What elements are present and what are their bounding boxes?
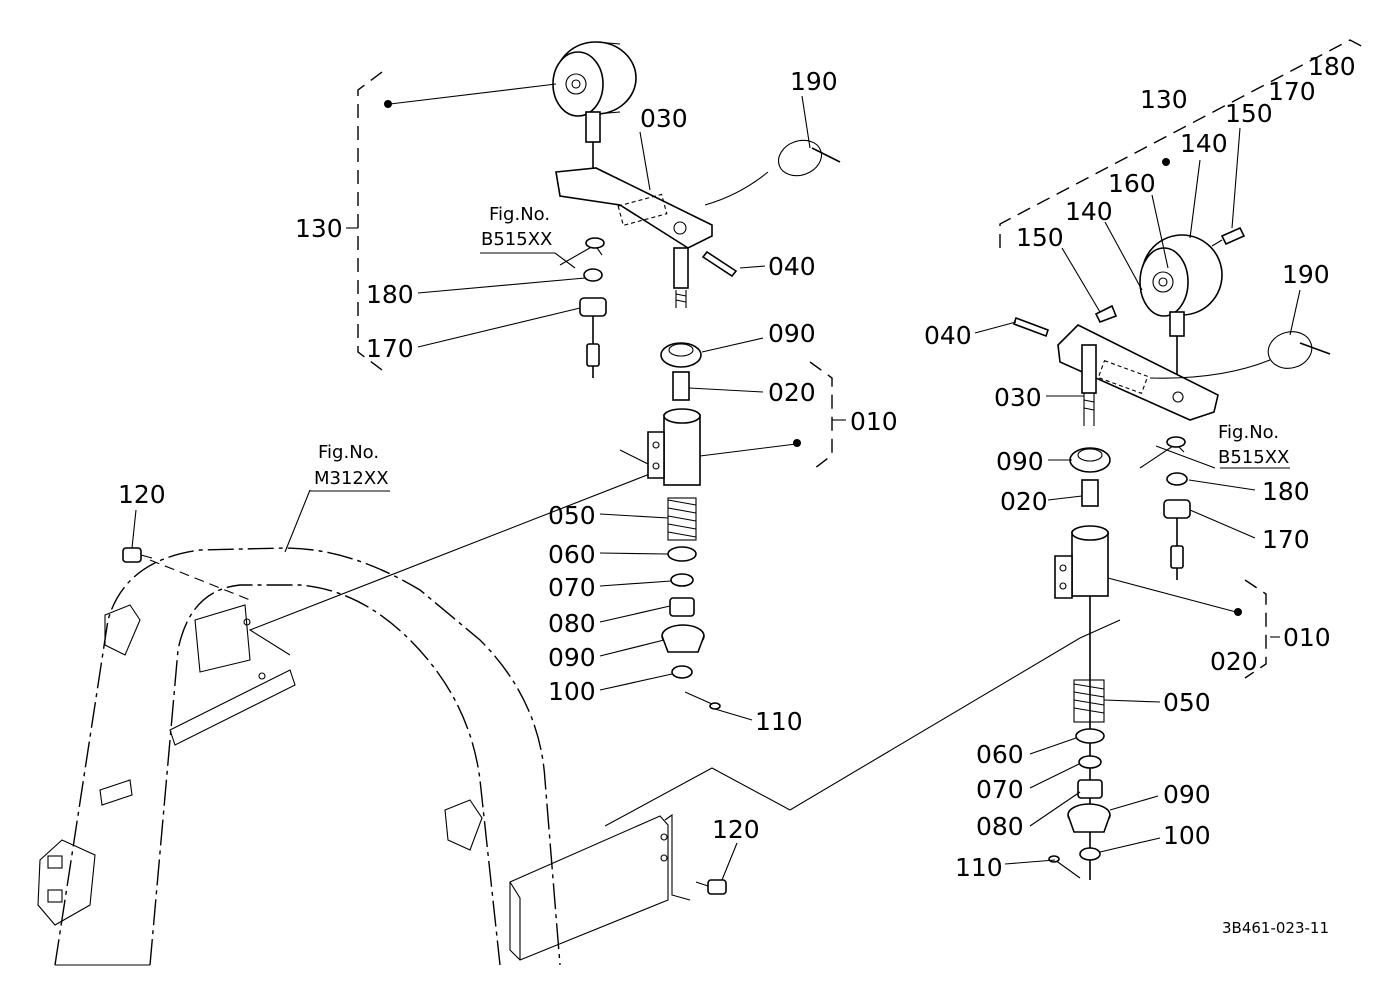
dot-010-left xyxy=(793,439,801,447)
dot-130-left xyxy=(384,100,392,108)
phantom-link-right xyxy=(604,619,1121,827)
fig-ref-frame-title: Fig.No. xyxy=(318,442,379,463)
label-150-lower-right: 150 xyxy=(1016,223,1064,252)
bolt-120-left xyxy=(122,547,153,563)
left-lamp-assembly xyxy=(552,41,841,710)
label-170-left: 170 xyxy=(366,334,414,363)
drawing-code: 3B461-023-11 xyxy=(1222,919,1329,937)
fig-ref-frame-code: M312XX xyxy=(314,468,389,489)
fig-ref-right-title: Fig.No. xyxy=(1218,422,1279,443)
label-050-right: 050 xyxy=(1163,688,1211,717)
label-140-lower-right: 140 xyxy=(1065,197,1113,226)
label-010-left: 010 xyxy=(850,407,898,436)
label-020-lower-right: 020 xyxy=(1210,647,1258,676)
bracket-130-left xyxy=(357,71,383,371)
label-180-top-right: 180 xyxy=(1308,52,1356,81)
label-110-left: 110 xyxy=(755,707,803,736)
label-090-lower-left: 090 xyxy=(548,643,596,672)
label-120-right: 120 xyxy=(712,815,760,844)
leader-lines xyxy=(131,83,1301,881)
phantom-link-left xyxy=(248,449,662,656)
bolt-120-right xyxy=(695,879,727,895)
m312-ref-line xyxy=(284,489,311,553)
bracket-010-left xyxy=(809,361,833,473)
label-090-lower-right: 090 xyxy=(1163,780,1211,809)
label-070-right: 070 xyxy=(976,775,1024,804)
fig-ref-left-title: Fig.No. xyxy=(489,204,550,225)
label-160-right: 160 xyxy=(1108,169,1156,198)
bracket-010-right xyxy=(1244,579,1267,679)
label-010-right: 010 xyxy=(1283,623,1331,652)
fig-ref-left-code: B515XX xyxy=(481,229,552,250)
dot-010-right xyxy=(1234,608,1242,616)
fig-ref-right-code: B515XX xyxy=(1218,447,1289,468)
label-060-left: 060 xyxy=(548,540,596,569)
label-170-top-right: 170 xyxy=(1268,77,1316,106)
label-100-right: 100 xyxy=(1163,821,1211,850)
label-090-upper-right: 090 xyxy=(996,447,1044,476)
label-060-right: 060 xyxy=(976,740,1024,769)
label-080-left: 080 xyxy=(548,609,596,638)
label-180-right: 180 xyxy=(1262,477,1310,506)
label-040-left: 040 xyxy=(768,252,816,281)
label-100-left: 100 xyxy=(548,677,596,706)
label-050-left: 050 xyxy=(548,501,596,530)
label-150-upper-right: 150 xyxy=(1225,99,1273,128)
label-030-right: 030 xyxy=(994,383,1042,412)
label-130-left: 130 xyxy=(295,214,343,243)
label-130-right: 130 xyxy=(1140,85,1188,114)
label-020-upper-right: 020 xyxy=(1000,487,1048,516)
label-020-left: 020 xyxy=(768,378,816,407)
label-190-right: 190 xyxy=(1282,260,1330,289)
label-180-left: 180 xyxy=(366,280,414,309)
label-140-upper-right: 140 xyxy=(1180,129,1228,158)
figure-references: Fig.No. B515XX Fig.No. M312XX Fig.No. B5… xyxy=(310,204,1289,492)
bolt-120-left-dash xyxy=(149,559,251,601)
label-030-left: 030 xyxy=(640,104,688,133)
right-lamp-assembly xyxy=(1012,226,1331,880)
part-labels: 190 030 130 040 180 090 170 020 010 050 … xyxy=(118,52,1356,882)
label-110-right: 110 xyxy=(955,853,1003,882)
label-090-upper-left: 090 xyxy=(768,319,816,348)
label-120-left: 120 xyxy=(118,480,166,509)
label-170-right: 170 xyxy=(1262,525,1310,554)
label-040-right: 040 xyxy=(924,321,972,350)
label-190-left: 190 xyxy=(790,67,838,96)
label-070-left: 070 xyxy=(548,573,596,602)
label-080-right: 080 xyxy=(976,812,1024,841)
dot-130-right xyxy=(1162,158,1170,166)
bracket-130-right xyxy=(999,39,1366,248)
rops-frame xyxy=(37,547,691,966)
